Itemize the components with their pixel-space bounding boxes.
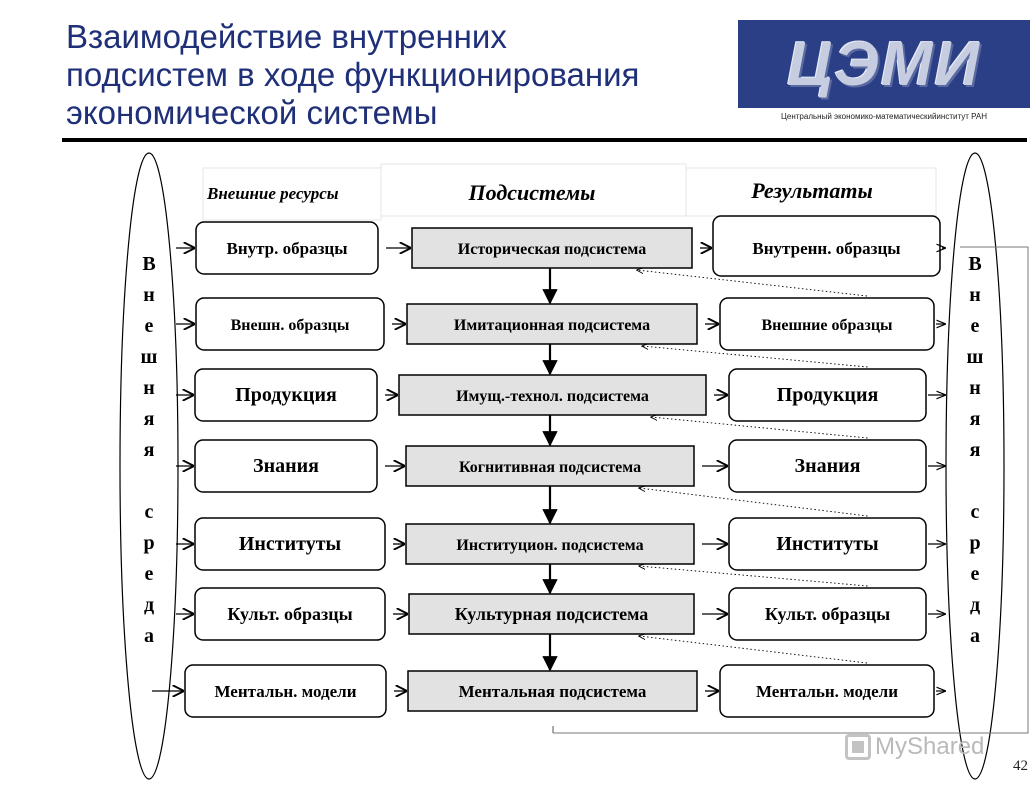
- resource-box: [194, 439, 378, 493]
- environment-letter: а: [144, 625, 154, 647]
- resource-box: [194, 517, 386, 571]
- subsystem-label: Ментальная подсистема: [459, 682, 647, 701]
- diagram-row: Культ. образцы Культурная подсистема Культ…: [176, 587, 945, 672]
- subsystem-box: [398, 374, 707, 416]
- result-box: [728, 439, 927, 493]
- result-label: Культ. образцы: [765, 604, 890, 624]
- environment-letter: д: [970, 594, 980, 616]
- environment-letter: В: [968, 253, 981, 275]
- environment-letter: н: [969, 377, 981, 399]
- result-label: Внутренн. образцы: [752, 239, 900, 258]
- diagram-row: Ментальн. модели Ментальная подсистема Мен…: [152, 664, 945, 718]
- subsystem-box: [407, 670, 698, 712]
- environment-letter: е: [145, 315, 154, 337]
- environment-letter: н: [143, 284, 155, 306]
- result-box: [728, 368, 927, 422]
- environment-letter: е: [971, 315, 980, 337]
- feedback-arrow: [651, 417, 868, 439]
- environment-letter: н: [143, 377, 155, 399]
- resource-label: Культ. образцы: [227, 604, 352, 624]
- environment-letter: р: [969, 532, 980, 554]
- environment-letter: с: [971, 501, 980, 523]
- diagram-row: Знания Когнитивная подсистема Знания: [176, 439, 945, 525]
- resource-box: [184, 664, 387, 718]
- subsystem-box: [406, 303, 698, 345]
- result-label: Институты: [776, 533, 879, 555]
- results-header-panel: [685, 167, 937, 217]
- resource-box: [195, 297, 385, 351]
- subsystem-label: Институцион. подсистема: [456, 537, 643, 554]
- subsystem-label: Культурная подсистема: [455, 604, 649, 624]
- institute-logo: ЦЭМИ: [738, 20, 1030, 108]
- subsystem-label: Когнитивная подсистема: [459, 459, 641, 476]
- diagram-row: Продукция Имущ.-технол. подсистема Продукц…: [176, 368, 945, 447]
- environment-right-ellipse: [945, 152, 1005, 780]
- result-label: Знания: [795, 455, 861, 477]
- environment-letter: е: [971, 563, 980, 585]
- environment-letter: я: [144, 408, 155, 430]
- feedback-arrow: [637, 270, 868, 297]
- slide-title: Взаимодействие внутренних подсистем в хо…: [66, 18, 640, 131]
- environment-letter: я: [970, 408, 981, 430]
- logo-caption: Центральный экономико-математическийинст…: [780, 112, 988, 121]
- feedback-frame: [553, 246, 1029, 734]
- resource-label: Внешн. образцы: [231, 317, 350, 334]
- resources-header: Внешние ресурсы: [206, 184, 339, 203]
- environment-letter: я: [970, 439, 981, 461]
- result-label: Продукция: [777, 384, 879, 406]
- result-box: [719, 664, 935, 718]
- watermark: MyShared: [845, 732, 984, 762]
- subsystem-box: [405, 523, 695, 565]
- resource-box: [194, 587, 386, 641]
- resource-label: Ментальн. модели: [214, 682, 356, 701]
- environment-letter: с: [145, 501, 154, 523]
- environment-letter: я: [144, 439, 155, 461]
- result-box: [719, 297, 935, 351]
- page-number: 42: [1013, 758, 1028, 774]
- environment-letter: н: [969, 284, 981, 306]
- resource-label: Институты: [239, 533, 342, 555]
- result-box: [728, 587, 927, 641]
- watermark-text: MyShared: [875, 733, 985, 760]
- subsystems-header: Подсистемы: [468, 180, 596, 205]
- resource-box: [194, 368, 378, 422]
- subsystem-box: [411, 227, 693, 269]
- environment-letter: ш: [967, 346, 984, 368]
- feedback-arrow: [642, 346, 868, 368]
- environment-letter: ш: [141, 346, 158, 368]
- result-box: [728, 517, 927, 571]
- environment-left-ellipse: [119, 152, 179, 780]
- subsystem-label: Историческая подсистема: [458, 241, 646, 258]
- watermark-icon: [845, 734, 871, 760]
- diagram-row: Институты Институцион. подсистема Институт…: [176, 517, 945, 595]
- resource-label: Продукция: [235, 384, 337, 406]
- subsystem-label: Имущ.-технол. подсистема: [456, 388, 649, 405]
- environment-letter: В: [142, 253, 155, 275]
- result-label: Внешние образцы: [761, 317, 893, 334]
- environment-letter: а: [970, 625, 980, 647]
- logo-text: ЦЭМИ: [787, 29, 981, 99]
- subsystem-box: [408, 593, 695, 635]
- subsystem-box: [405, 445, 695, 487]
- resource-box: [195, 221, 379, 275]
- environment-letter: е: [145, 563, 154, 585]
- resource-label: Знания: [253, 455, 319, 477]
- subsystems-header-panel: [380, 163, 687, 217]
- subsystem-label: Имитационная подсистема: [454, 317, 650, 334]
- results-header: Результаты: [750, 178, 873, 203]
- environment-letter: р: [143, 532, 154, 554]
- title-divider: [62, 138, 1027, 142]
- result-label: Ментальн. модели: [756, 682, 898, 701]
- diagram-row: Внутр. образцы Историческая подсистема Вну…: [176, 215, 945, 305]
- diagram-row: Внешн. образцы Имитационная подсистема Вне…: [176, 297, 945, 376]
- environment-letter: д: [144, 594, 154, 616]
- resources-header-panel: [202, 167, 382, 221]
- resource-label: Внутр. образцы: [226, 239, 347, 258]
